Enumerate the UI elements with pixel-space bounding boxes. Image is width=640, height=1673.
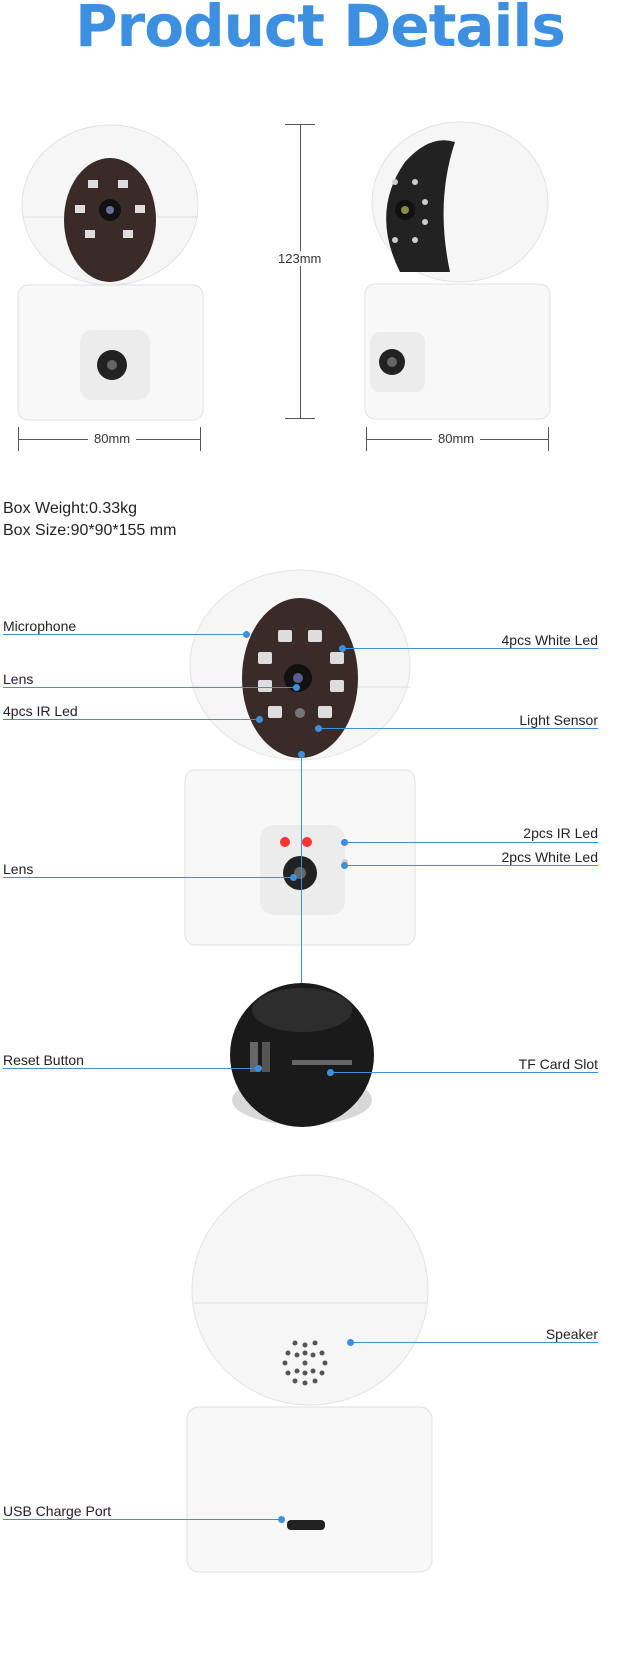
callout-light-sensor-dot bbox=[315, 725, 322, 732]
box-weight: Box Weight:0.33kg bbox=[3, 500, 138, 517]
height-dimension-cap-top bbox=[285, 124, 315, 125]
callout-ir-led-4-line bbox=[3, 719, 259, 720]
connector-line-vertical bbox=[301, 754, 302, 990]
camera-front-view bbox=[17, 124, 204, 421]
callout-usb-port-line bbox=[3, 1519, 281, 1520]
front-width-cap-right bbox=[200, 427, 201, 451]
front-width-label: 80mm bbox=[88, 431, 137, 446]
callout-light-sensor-line bbox=[318, 728, 598, 729]
height-dimension-line bbox=[300, 124, 301, 418]
callout-ir-led-4-dot bbox=[256, 716, 263, 723]
camera-back-view bbox=[186, 1174, 433, 1573]
height-dimension-cap-bottom bbox=[285, 418, 315, 419]
connector-dot-top bbox=[298, 751, 305, 758]
callout-white-led-2: 2pcs White Led bbox=[501, 849, 599, 865]
callout-ir-led-4: 4pcs IR Led bbox=[3, 703, 78, 719]
camera-bottom-view bbox=[230, 983, 374, 1127]
callout-lens-bottom-line bbox=[3, 877, 293, 878]
camera-front-detail bbox=[184, 569, 416, 946]
callout-speaker-line bbox=[350, 1342, 598, 1343]
callout-white-led-4-dot bbox=[339, 645, 346, 652]
callout-lens-bottom-dot bbox=[290, 874, 297, 881]
callout-speaker: Speaker bbox=[545, 1326, 598, 1342]
callout-lens-top-dot bbox=[293, 684, 300, 691]
callout-white-led-2-line bbox=[344, 865, 598, 866]
callout-light-sensor: Light Sensor bbox=[519, 712, 598, 728]
callout-white-led-4-line bbox=[342, 648, 598, 649]
callout-tf-card-slot: TF Card Slot bbox=[518, 1056, 598, 1072]
callout-microphone-dot bbox=[243, 631, 250, 638]
callout-tf-card-slot-line bbox=[330, 1072, 598, 1073]
callout-white-led-2-dot bbox=[341, 862, 348, 869]
callout-reset-button: Reset Button bbox=[3, 1052, 84, 1068]
callout-microphone: Microphone bbox=[3, 618, 77, 634]
callout-reset-button-line bbox=[3, 1068, 258, 1069]
callout-microphone-line bbox=[3, 634, 246, 635]
callout-ir-led-2-dot bbox=[341, 839, 348, 846]
side-width-label: 80mm bbox=[432, 431, 481, 446]
page-title: Product Details bbox=[75, 0, 566, 60]
side-width-cap-right bbox=[548, 427, 549, 451]
callout-lens-top-line bbox=[3, 687, 296, 688]
callout-lens-top: Lens bbox=[3, 671, 34, 687]
side-width-cap-left bbox=[366, 427, 367, 451]
callout-reset-button-dot bbox=[255, 1065, 262, 1072]
height-label: 123mm bbox=[276, 251, 324, 266]
callout-lens-bottom: Lens bbox=[3, 861, 34, 877]
callout-usb-port: USB Charge Port bbox=[3, 1503, 112, 1519]
front-width-cap-left bbox=[18, 427, 19, 451]
callout-usb-port-dot bbox=[278, 1516, 285, 1523]
callout-tf-card-slot-dot bbox=[327, 1069, 334, 1076]
callout-ir-led-2: 2pcs IR Led bbox=[523, 825, 598, 841]
callout-speaker-dot bbox=[347, 1339, 354, 1346]
callout-ir-led-2-line bbox=[344, 842, 598, 843]
camera-side-view bbox=[364, 121, 551, 420]
box-size: Box Size:90*90*155 mm bbox=[3, 522, 177, 539]
callout-white-led-4: 4pcs White Led bbox=[501, 632, 599, 648]
